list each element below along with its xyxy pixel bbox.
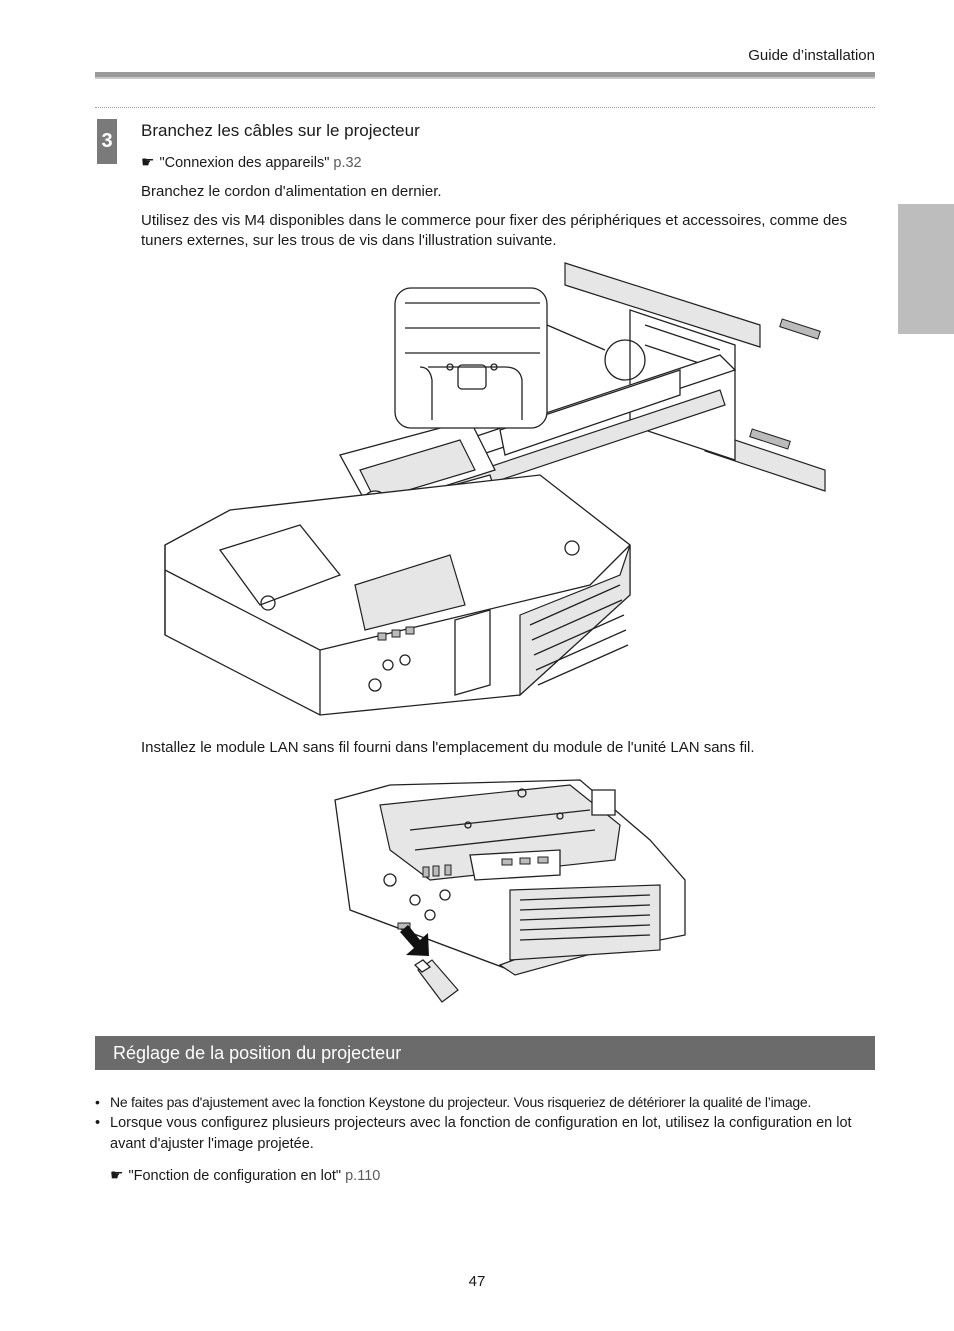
pointing-hand-icon: ☛	[110, 1167, 124, 1184]
side-tab	[898, 204, 954, 334]
reference-page-link[interactable]: p.32	[333, 155, 362, 171]
step-title: Branchez les câbles sur le projecteur	[141, 121, 420, 140]
reference-page-link[interactable]: p.110	[345, 1168, 381, 1184]
wireless-lan-module-illustration	[334, 779, 686, 1003]
paragraph-power-cord: Branchez le cordon d'alimentation en der…	[141, 183, 442, 200]
reference-text: "Connexion des appareils"	[159, 155, 330, 171]
paragraph-screws: Utilisez des vis M4 disponibles dans le …	[141, 212, 848, 249]
reference-text: "Fonction de configuration en lot"	[128, 1168, 342, 1184]
pointing-hand-icon: ☛	[141, 154, 155, 171]
dotted-divider	[95, 107, 875, 108]
running-header: Guide d’installation	[748, 47, 875, 64]
cross-reference-batch-config[interactable]: ☛"Fonction de configuration en lot" p.11…	[110, 1166, 380, 1184]
note-keystone: Ne faites pas d'ajustement avec la fonct…	[95, 1092, 880, 1113]
header-rule	[95, 72, 875, 79]
section-heading: Réglage de la position du projecteur	[95, 1036, 875, 1070]
projector-mount-illustration	[164, 262, 826, 716]
note-batch-config: Lorsque vous configurez plusieurs projec…	[95, 1113, 880, 1155]
paragraph-wireless-lan: Installez le module LAN sans fil fourni …	[141, 739, 755, 756]
cross-reference-connexion[interactable]: ☛"Connexion des appareils" p.32	[141, 153, 362, 171]
notes-list: Ne faites pas d'ajustement avec la fonct…	[95, 1092, 880, 1155]
page-number: 47	[468, 1273, 486, 1290]
step-number-badge: 3	[97, 119, 117, 164]
